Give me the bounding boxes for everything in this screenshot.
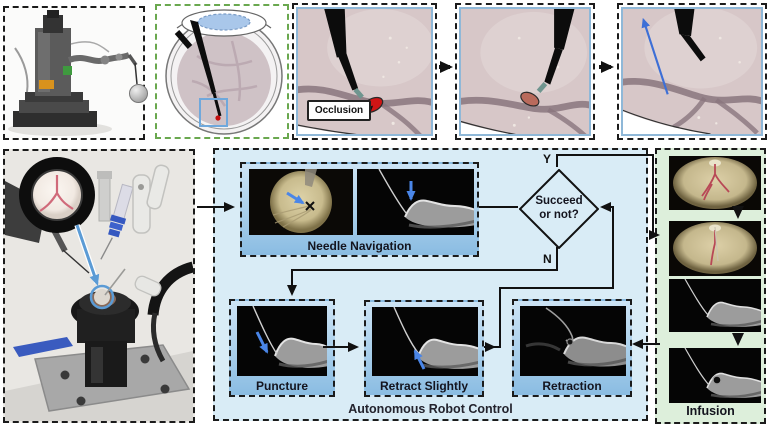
autonomous-robot-control-panel: Needle Navigation Succeed or not? Y N [213, 148, 648, 421]
infusion-label: Infusion [686, 404, 735, 418]
retract-slightly-box: Retract Slightly [364, 300, 484, 397]
microscope-view-1-frame: Occlusion [296, 7, 433, 136]
infusion-oct-2-drawing [669, 348, 761, 403]
microscope-view-cannulation [455, 3, 595, 140]
eye-diagram-drawing [157, 6, 287, 137]
robot-photo-drawing [5, 8, 143, 138]
decision-yes-label: Y [543, 152, 552, 166]
oct-retract-slightly-image [372, 307, 478, 376]
oct-retract-slightly-drawing [372, 307, 478, 376]
decision-text: Succeed or not? [519, 169, 599, 249]
infusion-fundus-image-2 [669, 221, 761, 276]
puncture-box: Puncture [229, 299, 335, 397]
oct-retraction-drawing [520, 306, 626, 376]
autonomous-robot-control-label: Autonomous Robot Control [348, 402, 513, 416]
retraction-label: Retraction [542, 379, 602, 393]
retraction-box: Retraction [512, 299, 632, 397]
microscope-view-retracted [617, 3, 767, 140]
infusion-fundus-1-drawing [669, 156, 761, 210]
infusion-oct-image-2 [669, 348, 761, 403]
decision-no-label: N [543, 252, 552, 266]
setup-photo-drawing [5, 151, 193, 421]
microscope-view-occlusion: Occlusion [292, 3, 437, 140]
microscope-view-2-drawing [461, 9, 589, 134]
microscope-view-3-frame [621, 7, 763, 136]
oct-puncture-drawing [237, 306, 327, 376]
needle-navigation-label: Needle Navigation [307, 239, 412, 253]
eye-phantom-sphere [129, 84, 148, 103]
robot-platform-photo [3, 6, 145, 140]
retract-slightly-label: Retract Slightly [379, 379, 469, 393]
oct-navigation-drawing [357, 169, 474, 235]
microscope-view-2-frame [459, 7, 591, 136]
decision-line1: Succeed [535, 195, 583, 208]
oct-retraction-image [520, 306, 626, 376]
fundus-navigation-image [249, 169, 353, 235]
succeed-decision-diamond: Succeed or not? [519, 169, 599, 249]
puncture-label: Puncture [255, 379, 308, 393]
occlusion-label: Occlusion [307, 100, 371, 121]
infusion-oct-image-1 [669, 279, 761, 332]
microscope-view-3-drawing [623, 9, 761, 134]
infusion-fundus-2-drawing [669, 221, 761, 276]
oct-navigation-image [357, 169, 474, 235]
fundus-navigation-drawing [249, 169, 353, 235]
infusion-fundus-image-1 [669, 156, 761, 210]
needle-navigation-box: Needle Navigation [240, 162, 479, 257]
eye-cross-section-diagram [155, 4, 289, 139]
decision-line2: or not? [539, 209, 579, 221]
infusion-panel: Infusion [655, 148, 766, 424]
experimental-setup-photo [3, 149, 195, 423]
infusion-oct-1-drawing [669, 279, 761, 332]
oct-puncture-image [237, 306, 327, 376]
